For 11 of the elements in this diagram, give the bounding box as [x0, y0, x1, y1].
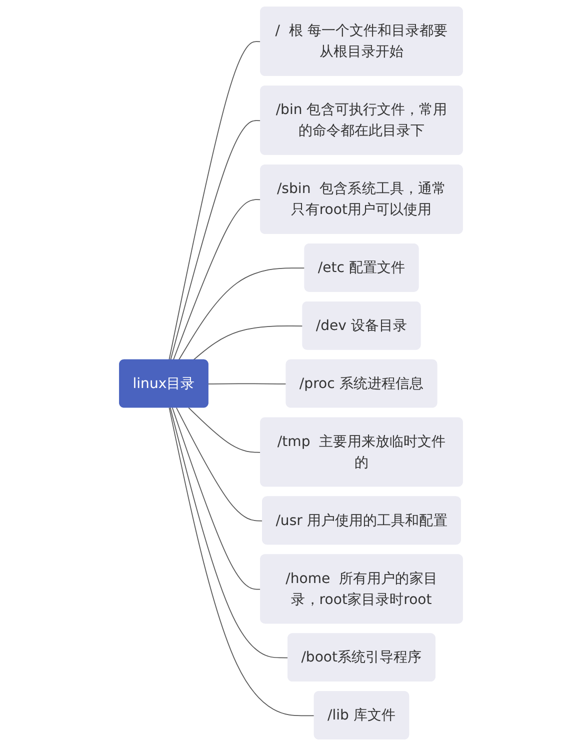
- connector: [170, 120, 262, 361]
- connector: [192, 326, 304, 361]
- connector: [172, 407, 262, 590]
- connector: [168, 41, 262, 361]
- connector: [178, 268, 306, 361]
- connector: [208, 383, 288, 384]
- connector: [170, 407, 289, 658]
- connector: [188, 407, 262, 453]
- connector: [168, 407, 316, 716]
- connector: [172, 199, 262, 361]
- connector: [176, 407, 264, 522]
